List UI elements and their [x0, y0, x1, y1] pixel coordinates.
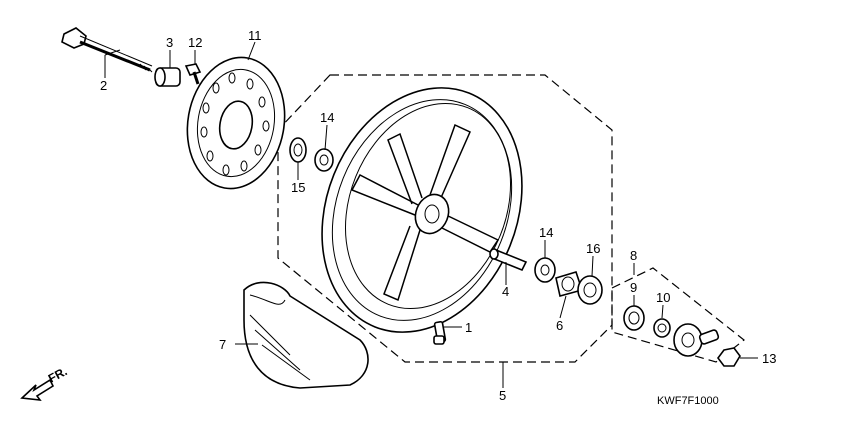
callout-14-lower: 14: [539, 225, 553, 240]
callout-8: 8: [630, 248, 637, 263]
callout-10: 10: [656, 290, 670, 305]
bearing-right-part: [534, 257, 556, 283]
leader-lines: [104, 41, 758, 388]
wheel-assembly-boundary: [277, 74, 613, 363]
front-direction-indicator: FR.: [20, 364, 69, 401]
distance-collar-part: [489, 248, 528, 272]
callout-9: 9: [630, 280, 637, 295]
callout-3: 3: [166, 35, 173, 50]
thrust-washer-part: [653, 318, 671, 338]
dust-seal-right-part: [577, 275, 603, 305]
brake-disc-part: [186, 56, 286, 190]
speedometer-gearbox-part: [673, 323, 720, 357]
callout-2: 2: [100, 78, 107, 93]
callout-12: 12: [188, 35, 202, 50]
wheel-rim-part: [321, 87, 523, 333]
callout-15: 15: [291, 180, 305, 195]
disc-bolt-part: [184, 63, 202, 85]
axle-nut-part: [717, 347, 741, 367]
callout-5: 5: [499, 388, 506, 403]
speedometer-gear-part: [623, 305, 645, 331]
callout-4: 4: [502, 284, 509, 299]
callout-16: 16: [586, 241, 600, 256]
callout-13: 13: [762, 351, 776, 366]
callout-7: 7: [219, 337, 226, 352]
axle-part: [61, 27, 153, 73]
dust-seal-part: [289, 137, 307, 163]
bearing-left-part: [314, 148, 334, 172]
callout-14-upper: 14: [320, 110, 334, 125]
speedometer-gearbox-boundary: [611, 267, 745, 363]
callout-6: 6: [556, 318, 563, 333]
tire-part: [243, 281, 369, 389]
collar-part: [154, 67, 181, 87]
diagram-code: KWF7F1000: [657, 395, 719, 407]
air-valve-part: [433, 320, 447, 345]
callout-11: 11: [248, 28, 262, 43]
callout-1: 1: [465, 320, 472, 335]
front-arrow-icon: [20, 378, 55, 401]
